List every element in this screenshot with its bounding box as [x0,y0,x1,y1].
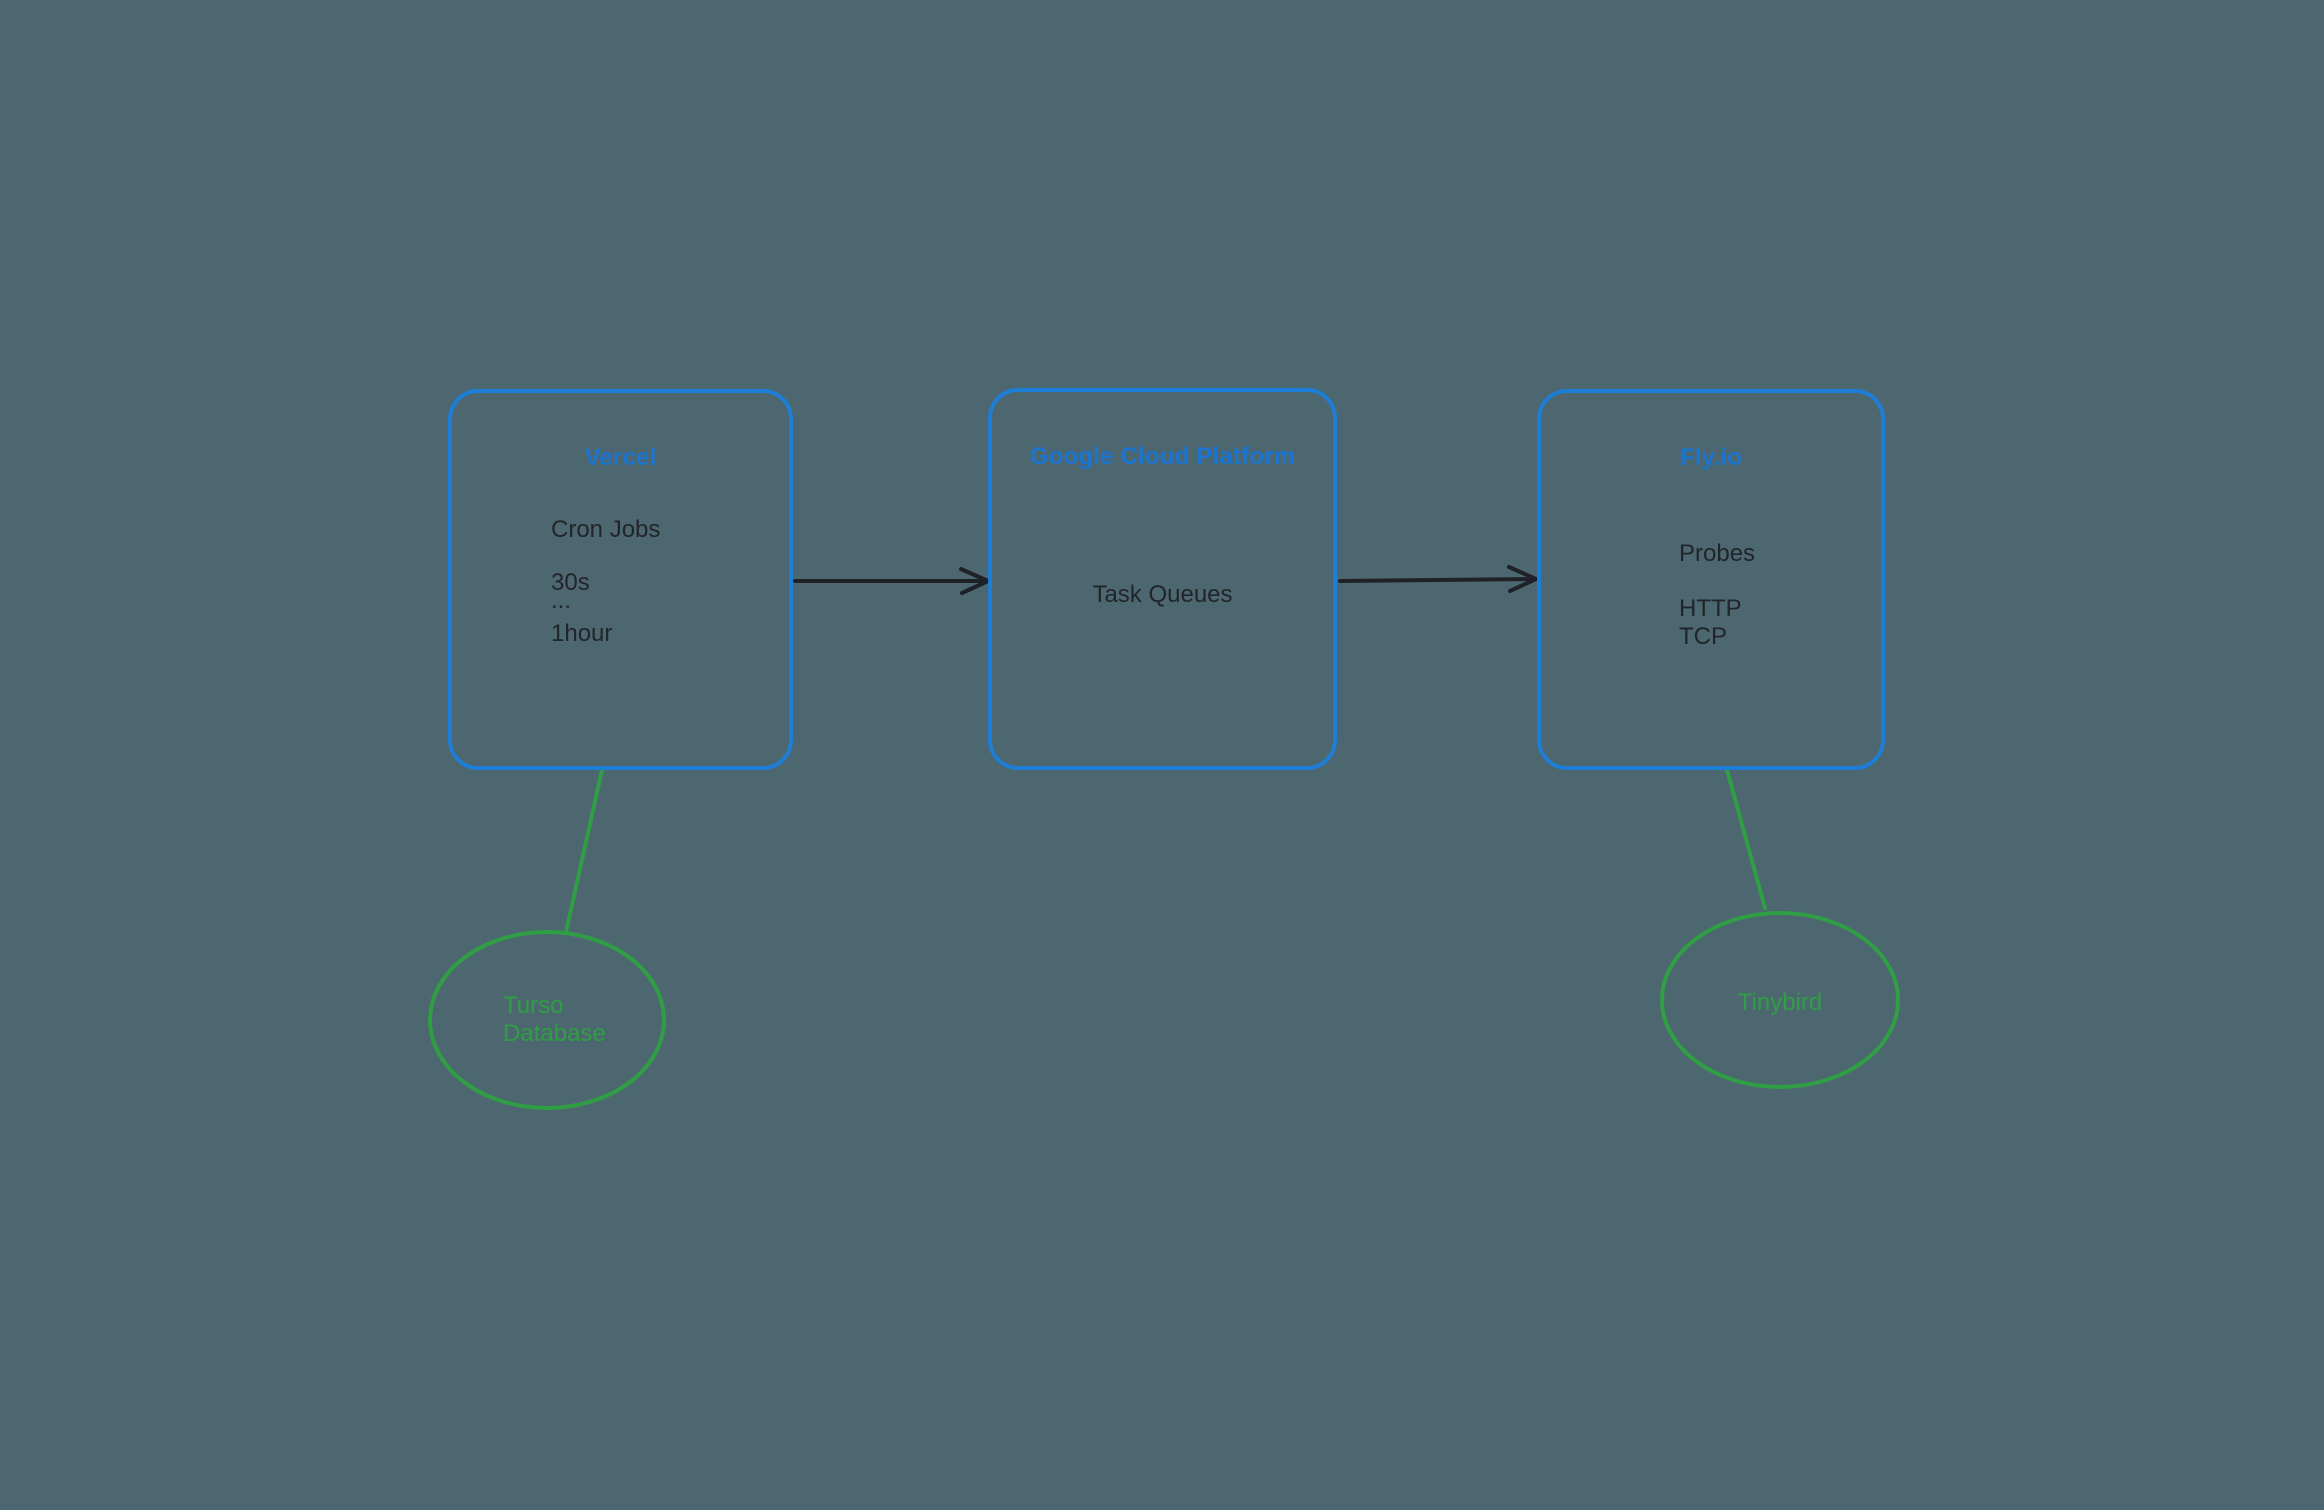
vercel-cron-jobs-label: Cron Jobs [551,516,661,543]
gcp-task-queues-label: Task Queues [1092,581,1233,608]
vercel-interval-ellipsis-label: ... [551,587,572,614]
ellipse-turso-database [428,930,666,1110]
tinybird-label: Tinybird [1737,989,1823,1016]
node-fly-io: Fly.io [1537,389,1885,770]
node-vercel: Vercel [448,389,793,770]
ellipse-tinybird [1660,911,1900,1089]
node-fly-title: Fly.io [1679,444,1743,471]
edge-fly-to-tinybird [1725,768,1767,910]
node-gcp-title: Google Cloud Platform [1029,443,1296,470]
vercel-interval-start-label: 30s [551,569,590,596]
fly-probes-label: Probes [1679,540,1756,567]
turso-label-line2: Database [503,1020,606,1047]
fly-http-label: HTTP [1679,595,1742,622]
fly-tcp-label: TCP [1679,623,1727,650]
arrow-vercel-to-gcp [793,567,990,595]
turso-label-line1: Turso [503,992,564,1019]
edge-vercel-to-turso [564,768,604,934]
vercel-interval-end-label: 1hour [551,620,613,647]
node-vercel-title: Vercel [584,444,657,471]
node-google-cloud-platform: Google Cloud Platform [988,388,1337,770]
arrow-gcp-to-fly [1338,565,1538,593]
